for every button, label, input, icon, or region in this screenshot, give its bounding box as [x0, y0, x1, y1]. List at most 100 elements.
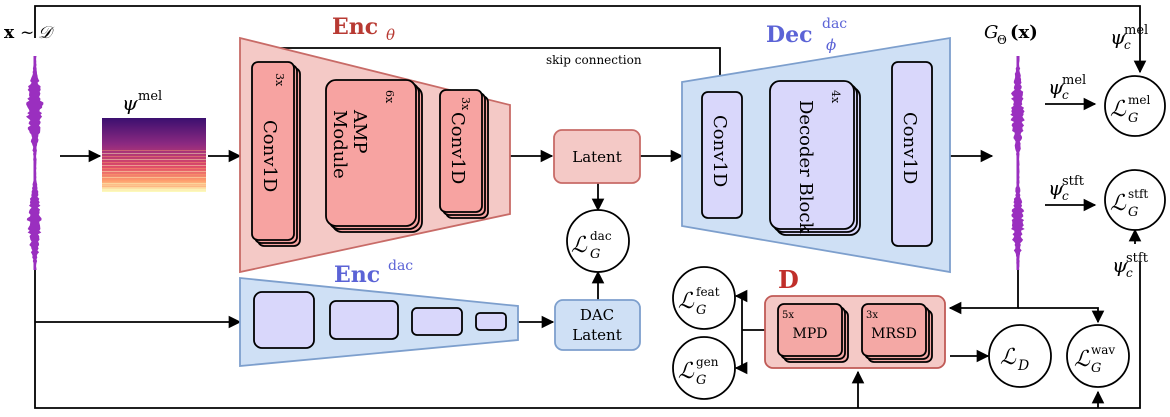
dac-encoder-title: Enc — [334, 262, 380, 288]
loss-wav-symbol: ℒ — [1074, 347, 1091, 372]
loss-stft-symbol: ℒ — [1110, 191, 1127, 216]
loss-stft-sup: stft — [1128, 187, 1148, 201]
loss-mel-sub: G — [1128, 111, 1138, 126]
loss-feat-symbol: ℒ — [678, 289, 695, 314]
loss-wav-sub: G — [1091, 361, 1101, 376]
loss-feat-node — [672, 266, 736, 330]
decoder-block-stack — [769, 80, 861, 236]
discriminator — [764, 295, 946, 369]
loss-d-node — [988, 324, 1052, 388]
discriminator-mrsd-mult: 3x — [866, 310, 878, 321]
bottom-frame-line — [34, 262, 1141, 409]
mel-band — [102, 174, 206, 175]
dac-latent-line1: DAC — [580, 306, 614, 324]
encoder-amp-mult: 6x — [383, 90, 396, 104]
output-G: G — [984, 22, 998, 43]
decoder-title-sub: ϕ — [826, 36, 836, 54]
input-waveform — [26, 56, 44, 270]
loss-gen-sup: gen — [696, 355, 719, 369]
loss-dac-node — [566, 209, 630, 273]
decoder-title: Dec — [766, 22, 812, 48]
decoder-title-sup: dac — [822, 16, 847, 32]
input-dist-op: ~ — [20, 23, 34, 43]
encoder-conv-out — [439, 89, 489, 219]
mel-band — [102, 180, 206, 181]
loss-d-symbol: ℒ — [1000, 345, 1017, 370]
mel-band — [102, 168, 206, 169]
mel-band — [102, 162, 206, 163]
decoder-conv-out-label: Conv1D — [899, 112, 920, 184]
mel-band — [102, 159, 206, 160]
loss-gen-symbol: ℒ — [678, 359, 695, 384]
psi-mel-top-sup: mel — [1124, 23, 1148, 38]
encoder-conv-in-mult: 3x — [273, 73, 286, 87]
dac-latent-line2: Latent — [572, 326, 622, 344]
mel-band — [102, 156, 206, 157]
discriminator-mpd-label: MPD — [793, 326, 828, 342]
decoder-conv-out — [891, 61, 933, 247]
mel-spectrogram — [102, 118, 206, 192]
psi-stft-in-sub: c — [1062, 189, 1069, 203]
mel-band — [102, 183, 206, 184]
loss-dac-sup: dac — [590, 229, 612, 243]
input-dataset: 𝒟 — [38, 23, 55, 43]
loss-stft-sub: G — [1128, 205, 1138, 220]
decoder-conv-in-label: Conv1D — [709, 115, 730, 187]
psi-stft-in: ψ — [1048, 176, 1064, 200]
output-Theta: Θ — [997, 33, 1007, 47]
encoder-title-sub: θ — [386, 26, 395, 44]
arrow-output-to-loss-wav — [1018, 307, 1105, 324]
loss-d-sub: D — [1017, 358, 1029, 374]
loss-mel-sup: mel — [1128, 93, 1150, 107]
top-frame-line — [34, 5, 1147, 74]
psi-mel-in-sup: mel — [1062, 73, 1086, 88]
loss-gen-node — [672, 336, 736, 400]
loss-feat-sub: G — [696, 303, 706, 318]
decoder-conv-in — [701, 91, 743, 219]
skip-connection-label: skip connection — [546, 53, 642, 67]
output-waveform — [1010, 56, 1025, 270]
dac-encoder-block-3 — [411, 307, 463, 336]
arrow-output-to-discriminator — [948, 268, 1019, 315]
psi-stft-bottom-sup: stft — [1126, 251, 1149, 266]
mel-band — [102, 177, 206, 178]
encoder-amp-module — [325, 79, 423, 233]
dac-encoder-block-1 — [253, 291, 315, 349]
mel-band — [102, 153, 206, 154]
decoder — [681, 36, 951, 274]
psi-stft-bottom: ψ — [1112, 253, 1128, 277]
encoder-conv-out-mult: 3x — [459, 97, 472, 111]
decoder-block-label: Decoder Block — [795, 100, 816, 234]
discriminator-mrsd-stack — [861, 303, 933, 363]
encoder-amp-label-1: AMP — [349, 109, 370, 154]
encoder — [239, 36, 511, 274]
encoder-title: Enc — [332, 14, 378, 40]
psi-mel-in-sub: c — [1062, 88, 1069, 102]
mel-psi: ψ — [122, 91, 138, 115]
latent-box — [553, 129, 641, 184]
encoder-conv-in — [251, 61, 301, 247]
mel-band — [102, 171, 206, 172]
psi-mel-in: ψ — [1048, 75, 1064, 99]
discriminator-mpd-mult: 5x — [782, 310, 794, 321]
mel-superscript: mel — [138, 89, 162, 104]
dac-encoder-title-sup: dac — [388, 258, 413, 274]
loss-feat-sup: feat — [696, 285, 720, 299]
encoder-conv-in-label: Conv1D — [259, 120, 280, 192]
latent-label: Latent — [572, 148, 622, 166]
discriminator-mpd-stack — [777, 303, 849, 363]
encoder-conv-out-label: Conv1D — [447, 112, 468, 184]
loss-wav-sup: wav — [1091, 343, 1115, 357]
dac-latent-box — [554, 299, 641, 351]
loss-mel-symbol: ℒ — [1110, 97, 1127, 122]
psi-mel-top: ψ — [1110, 25, 1126, 49]
loss-gen-sub: G — [696, 373, 706, 388]
dac-encoder-block-4 — [475, 312, 507, 331]
psi-stft-bottom-sub: c — [1126, 266, 1133, 280]
loss-dac-sub: G — [590, 247, 600, 262]
discriminator-mrsd-label: MRSD — [871, 326, 917, 342]
encoder-amp-label-2: Module — [329, 110, 350, 179]
mel-band — [102, 150, 206, 151]
